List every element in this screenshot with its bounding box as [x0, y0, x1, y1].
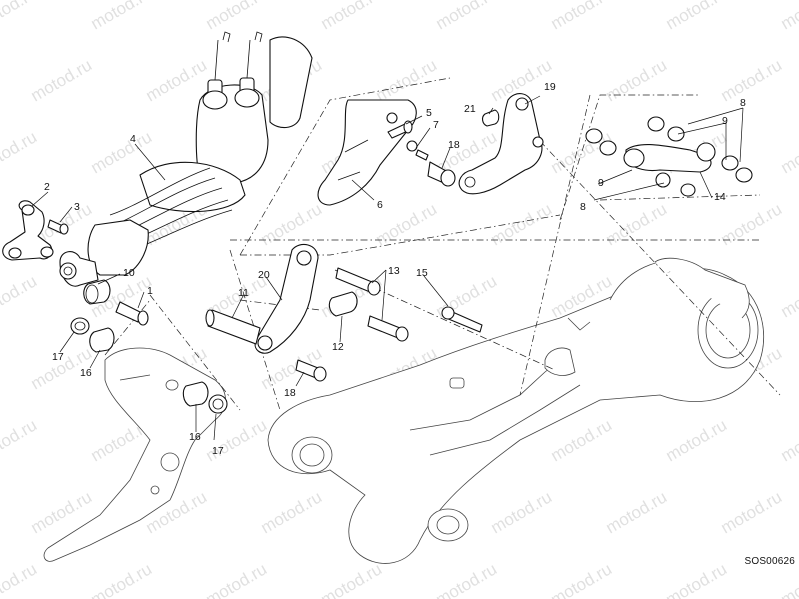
part-12-clamp	[328, 291, 358, 317]
part-16-bush-lower	[182, 381, 209, 407]
watermark-text: motod.ru	[88, 0, 156, 33]
watermark-text: motod.ru	[548, 559, 616, 599]
callout-c18b: 18	[284, 387, 296, 399]
callout-c5: 5	[426, 107, 432, 119]
callout-c7: 7	[433, 119, 439, 131]
watermark-text: motod.ru	[0, 559, 40, 599]
callout-c16b: 16	[189, 431, 201, 443]
part-18-bolt-upper	[427, 161, 456, 187]
watermark-text: motod.ru	[603, 487, 671, 537]
watermark-text: motod.ru	[0, 415, 40, 465]
watermark-text: motod.ru	[258, 487, 326, 537]
part-11-sleeve	[205, 309, 261, 345]
callout-c9b: 9	[598, 177, 604, 189]
watermark-text: motod.ru	[548, 0, 616, 33]
callout-c14: 14	[714, 191, 726, 203]
callout-c6: 6	[377, 199, 383, 211]
part-7-washer	[406, 140, 429, 161]
watermark-text: motod.ru	[0, 127, 40, 177]
part-19-bracket	[458, 93, 544, 195]
part-3-bolt	[47, 219, 69, 235]
part-15-bolt	[441, 306, 483, 333]
watermark-text: motod.ru	[718, 199, 786, 249]
diagram-reference-code: SOS00626	[744, 556, 795, 567]
callout-c13: 13	[388, 265, 400, 277]
part-17-seal-lower	[208, 394, 228, 414]
callout-c20: 20	[258, 269, 270, 281]
watermark-text: motod.ru	[603, 199, 671, 249]
part-10-spacer	[83, 279, 111, 305]
linkage-cluster-right	[585, 116, 753, 197]
callout-c1: 1	[147, 285, 153, 297]
part-18-bolt-lower	[295, 359, 327, 382]
callout-c16a: 16	[80, 367, 92, 379]
callout-c8a: 8	[740, 97, 746, 109]
watermark-text: motod.ru	[143, 55, 211, 105]
watermark-text: motod.ru	[663, 415, 731, 465]
watermark-text: motod.ru	[258, 199, 326, 249]
callout-c8b: 8	[580, 201, 586, 213]
callout-c19: 19	[544, 81, 556, 93]
watermark-text: motod.ru	[488, 487, 556, 537]
callout-c3: 3	[74, 201, 80, 213]
watermark-text: motod.ru	[203, 559, 271, 599]
callout-c12: 12	[332, 341, 344, 353]
part-17-seal-left	[70, 317, 90, 335]
watermark-text: motod.ru	[778, 127, 799, 177]
watermark-text: motod.ru	[318, 559, 386, 599]
callout-c18a: 18	[448, 139, 460, 151]
callout-labels: 1234567889910111213141516161717181819202…	[44, 81, 746, 457]
watermark-text: motod.ru	[778, 415, 799, 465]
watermark-text: motod.ru	[0, 271, 40, 321]
watermark-text: motod.ru	[433, 0, 501, 33]
watermark-text: motod.ru	[28, 55, 96, 105]
part-1-bolt	[115, 301, 149, 326]
watermark-text: motod.ru	[488, 199, 556, 249]
callout-c21: 21	[464, 103, 476, 115]
part-13-bolts	[335, 267, 409, 342]
part-21-cap	[482, 109, 500, 127]
watermark-text: motod.ru	[203, 0, 271, 33]
watermark-text: motod.ru	[88, 127, 156, 177]
callout-c10: 10	[123, 267, 135, 279]
watermark-text: motod.ru	[0, 0, 40, 33]
part-20-link	[254, 243, 319, 354]
leader-lines	[31, 95, 744, 441]
watermark-text: motod.ru	[718, 487, 786, 537]
part-16-bush-left	[89, 327, 115, 353]
watermark-text: motod.ru	[88, 559, 156, 599]
watermark-text: motod.ru	[373, 55, 441, 105]
part-5-bolt	[387, 120, 413, 139]
watermark-text: motod.ru	[433, 559, 501, 599]
frame-left-fragment	[43, 347, 226, 562]
watermark-text: motod.ru	[718, 55, 786, 105]
watermark-text: motod.ru	[603, 55, 671, 105]
watermark-text: motod.ru	[318, 0, 386, 33]
watermark-text: motod.ru	[548, 415, 616, 465]
watermark-text: motod.ru	[663, 559, 731, 599]
callout-c17a: 17	[52, 351, 64, 363]
watermark-text: motod.ru	[778, 0, 799, 33]
callout-c17b: 17	[212, 445, 224, 457]
callout-c2: 2	[44, 181, 50, 193]
part-2-lever	[2, 200, 54, 261]
rear-shock-absorber	[59, 31, 313, 287]
watermark-text: motod.ru	[663, 0, 731, 33]
watermark-text: motod.ru	[203, 415, 271, 465]
callout-c15: 15	[416, 267, 428, 279]
callout-c11: 11	[238, 287, 249, 299]
callout-c4: 4	[130, 133, 136, 145]
watermark-text: motod.ru	[778, 271, 799, 321]
callout-c9a: 9	[722, 115, 728, 127]
